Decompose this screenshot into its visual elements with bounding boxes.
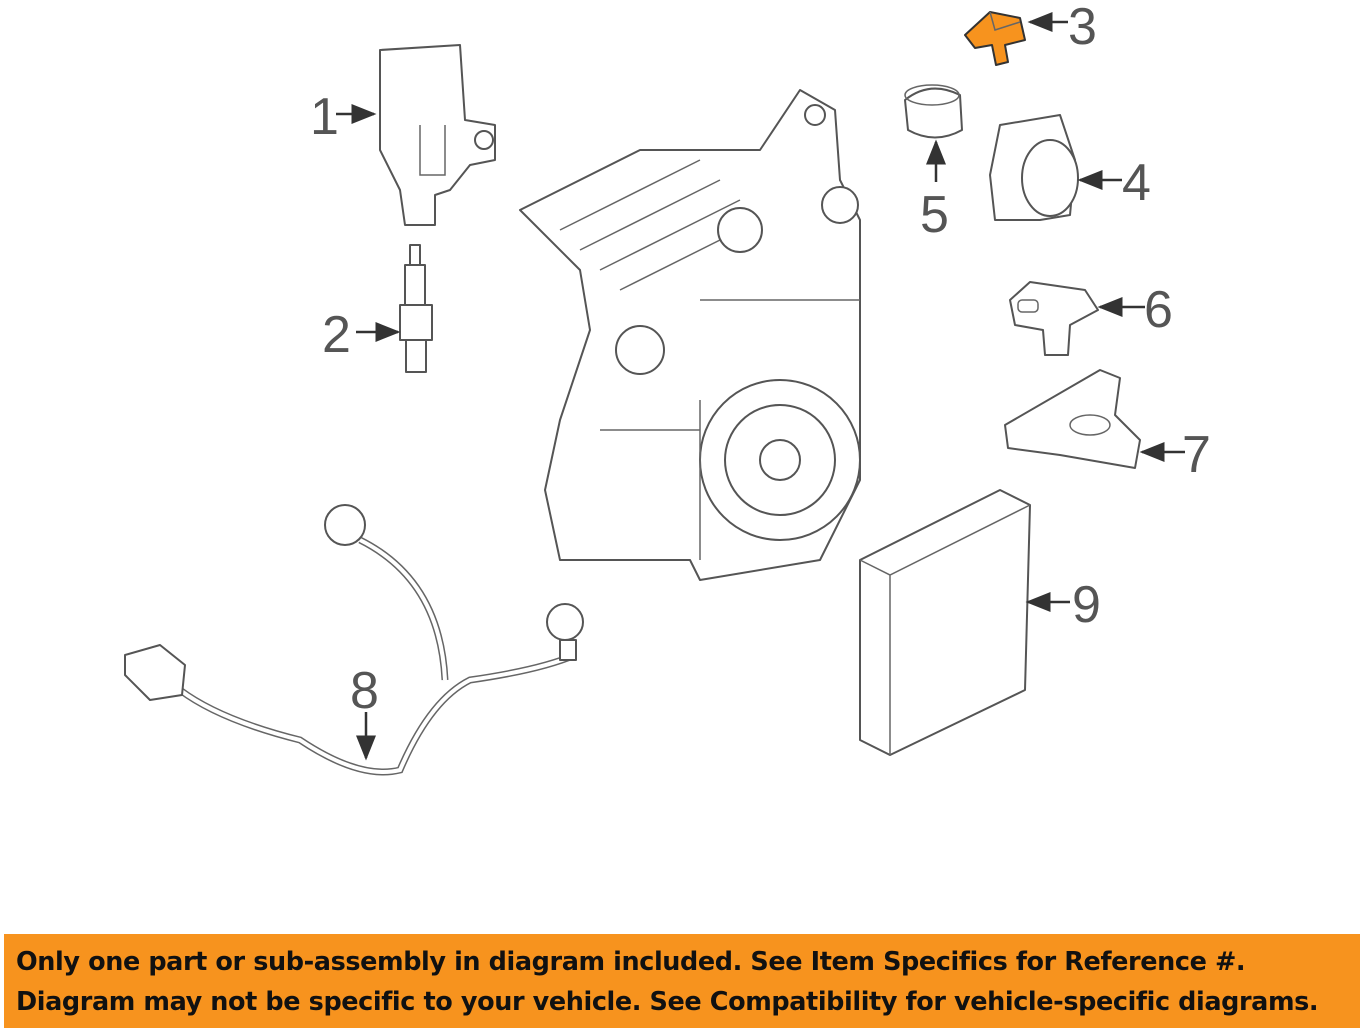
part-2-spark-plug [399, 244, 433, 373]
callout-7: 7 [1182, 426, 1211, 484]
part-7-bracket [1004, 369, 1141, 469]
callout-4: 4 [1122, 154, 1151, 212]
part-8-knock-sensor-harness [124, 504, 584, 776]
part-6-position-sensor [1009, 281, 1099, 356]
callout-8: 8 [350, 662, 379, 720]
callout-9: 9 [1072, 576, 1101, 634]
engine-block [519, 89, 861, 581]
disclaimer-line-1: Only one part or sub-assembly in diagram… [16, 947, 1246, 977]
part-4-throttle-body [989, 114, 1079, 221]
part-5-bushing [904, 84, 963, 139]
parts-diagram: 1 2 3 4 5 6 7 [124, 0, 1211, 776]
disclaimer-line-2: Diagram may not be specific to your vehi… [16, 987, 1319, 1017]
part-3-sensor-highlighted [964, 11, 1026, 66]
callout-5: 5 [920, 186, 949, 244]
part-1-ignition-coil [379, 44, 496, 226]
callout-6: 6 [1144, 281, 1173, 339]
disclaimer-banner: Only one part or sub-assembly in diagram… [4, 934, 1360, 1028]
part-9-control-module [859, 489, 1031, 756]
callout-2: 2 [322, 306, 351, 364]
callout-3: 3 [1068, 0, 1097, 56]
callout-1: 1 [310, 88, 339, 146]
